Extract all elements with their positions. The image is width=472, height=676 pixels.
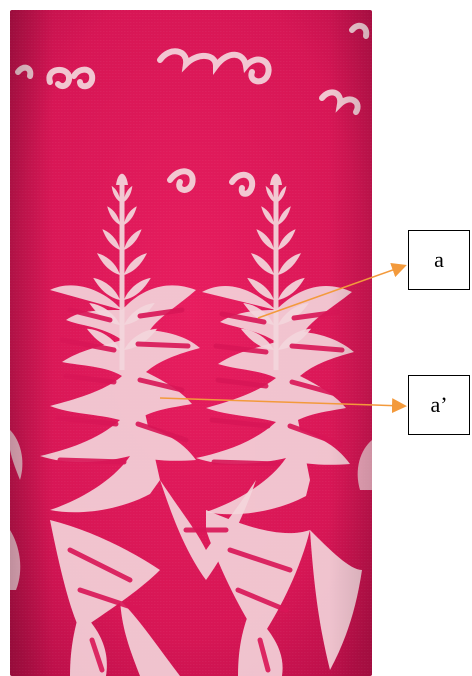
label-a-prime-text: a’ bbox=[430, 392, 448, 417]
ikat-fabric-photo bbox=[10, 10, 372, 676]
label-box-a: a bbox=[408, 230, 470, 290]
label-box-a-prime: a’ bbox=[408, 375, 470, 435]
label-a-text: a bbox=[434, 247, 444, 272]
